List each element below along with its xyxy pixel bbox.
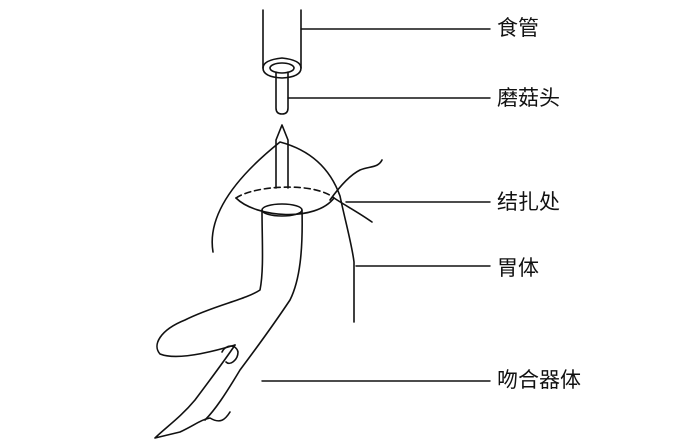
stomach-body [212,142,354,322]
label-stomach-body: 胃体 [497,258,539,279]
label-ligation: 结扎处 [497,192,560,213]
stapler-spike [276,125,288,188]
label-esophagus: 食管 [497,18,539,39]
ligation-line [236,160,382,222]
label-stapler-body: 吻合器体 [497,370,581,391]
stapler-body [155,204,302,438]
esophagus-tube [263,10,301,78]
label-anvil: 磨菇头 [497,88,560,109]
